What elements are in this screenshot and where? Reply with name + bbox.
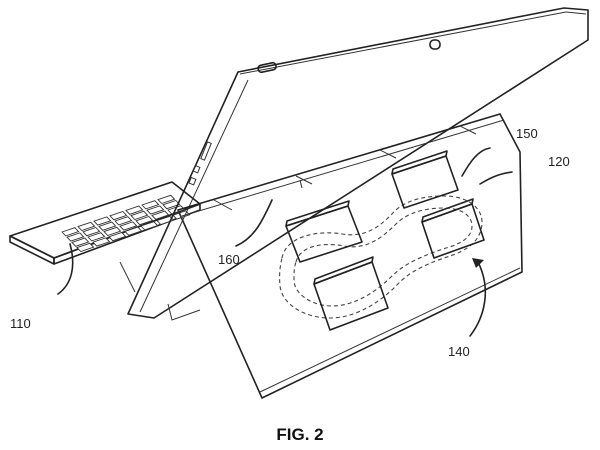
keyboard-key	[114, 216, 133, 226]
kickstand	[167, 113, 523, 399]
tablet-display	[127, 7, 589, 319]
fin-block-2	[391, 150, 459, 209]
label-120: 120	[548, 154, 570, 169]
keyboard-key	[151, 210, 170, 220]
label-150: 150	[516, 126, 538, 141]
button-icon	[257, 61, 277, 74]
keyboard-key	[172, 210, 191, 220]
keyboard-key	[87, 232, 106, 242]
label-160: 160	[218, 252, 240, 267]
keyboard-keys	[61, 194, 191, 253]
keyboard-key	[109, 210, 128, 221]
keyboard-key	[119, 221, 138, 231]
side-ports	[188, 141, 212, 186]
keyboard-key	[162, 199, 181, 210]
keyboard-key	[157, 194, 176, 205]
keyboard-key	[61, 227, 80, 237]
arrowhead-icon	[472, 258, 484, 268]
keyboard-key	[77, 221, 96, 232]
keyboard-key	[93, 216, 112, 226]
keyboard-key	[125, 205, 144, 215]
fin-block-1	[285, 200, 363, 263]
keyboard-key	[76, 242, 95, 253]
keyboard-key	[103, 226, 122, 237]
camera-icon	[429, 39, 441, 50]
keyboard-key	[130, 210, 149, 221]
keyboard-key	[98, 221, 117, 231]
keyboard-key	[146, 205, 165, 215]
keyboard-key	[140, 221, 159, 231]
fin-block-4	[421, 198, 485, 259]
keyboard-key	[124, 226, 143, 236]
fin-block-3	[313, 256, 389, 331]
keyboard-key	[82, 226, 101, 237]
label-110: 110	[10, 316, 31, 331]
leader-lines	[57, 147, 513, 337]
keyboard-key	[92, 237, 111, 247]
keyboard-key	[108, 231, 127, 242]
keyboard-key	[156, 215, 175, 226]
keyboard-key	[141, 200, 160, 210]
keyboard-key	[135, 215, 154, 226]
label-140: 140	[448, 344, 470, 359]
keyboard-key	[71, 237, 90, 247]
keyboard-key	[66, 232, 85, 242]
figure-caption: FIG. 2	[276, 425, 323, 444]
